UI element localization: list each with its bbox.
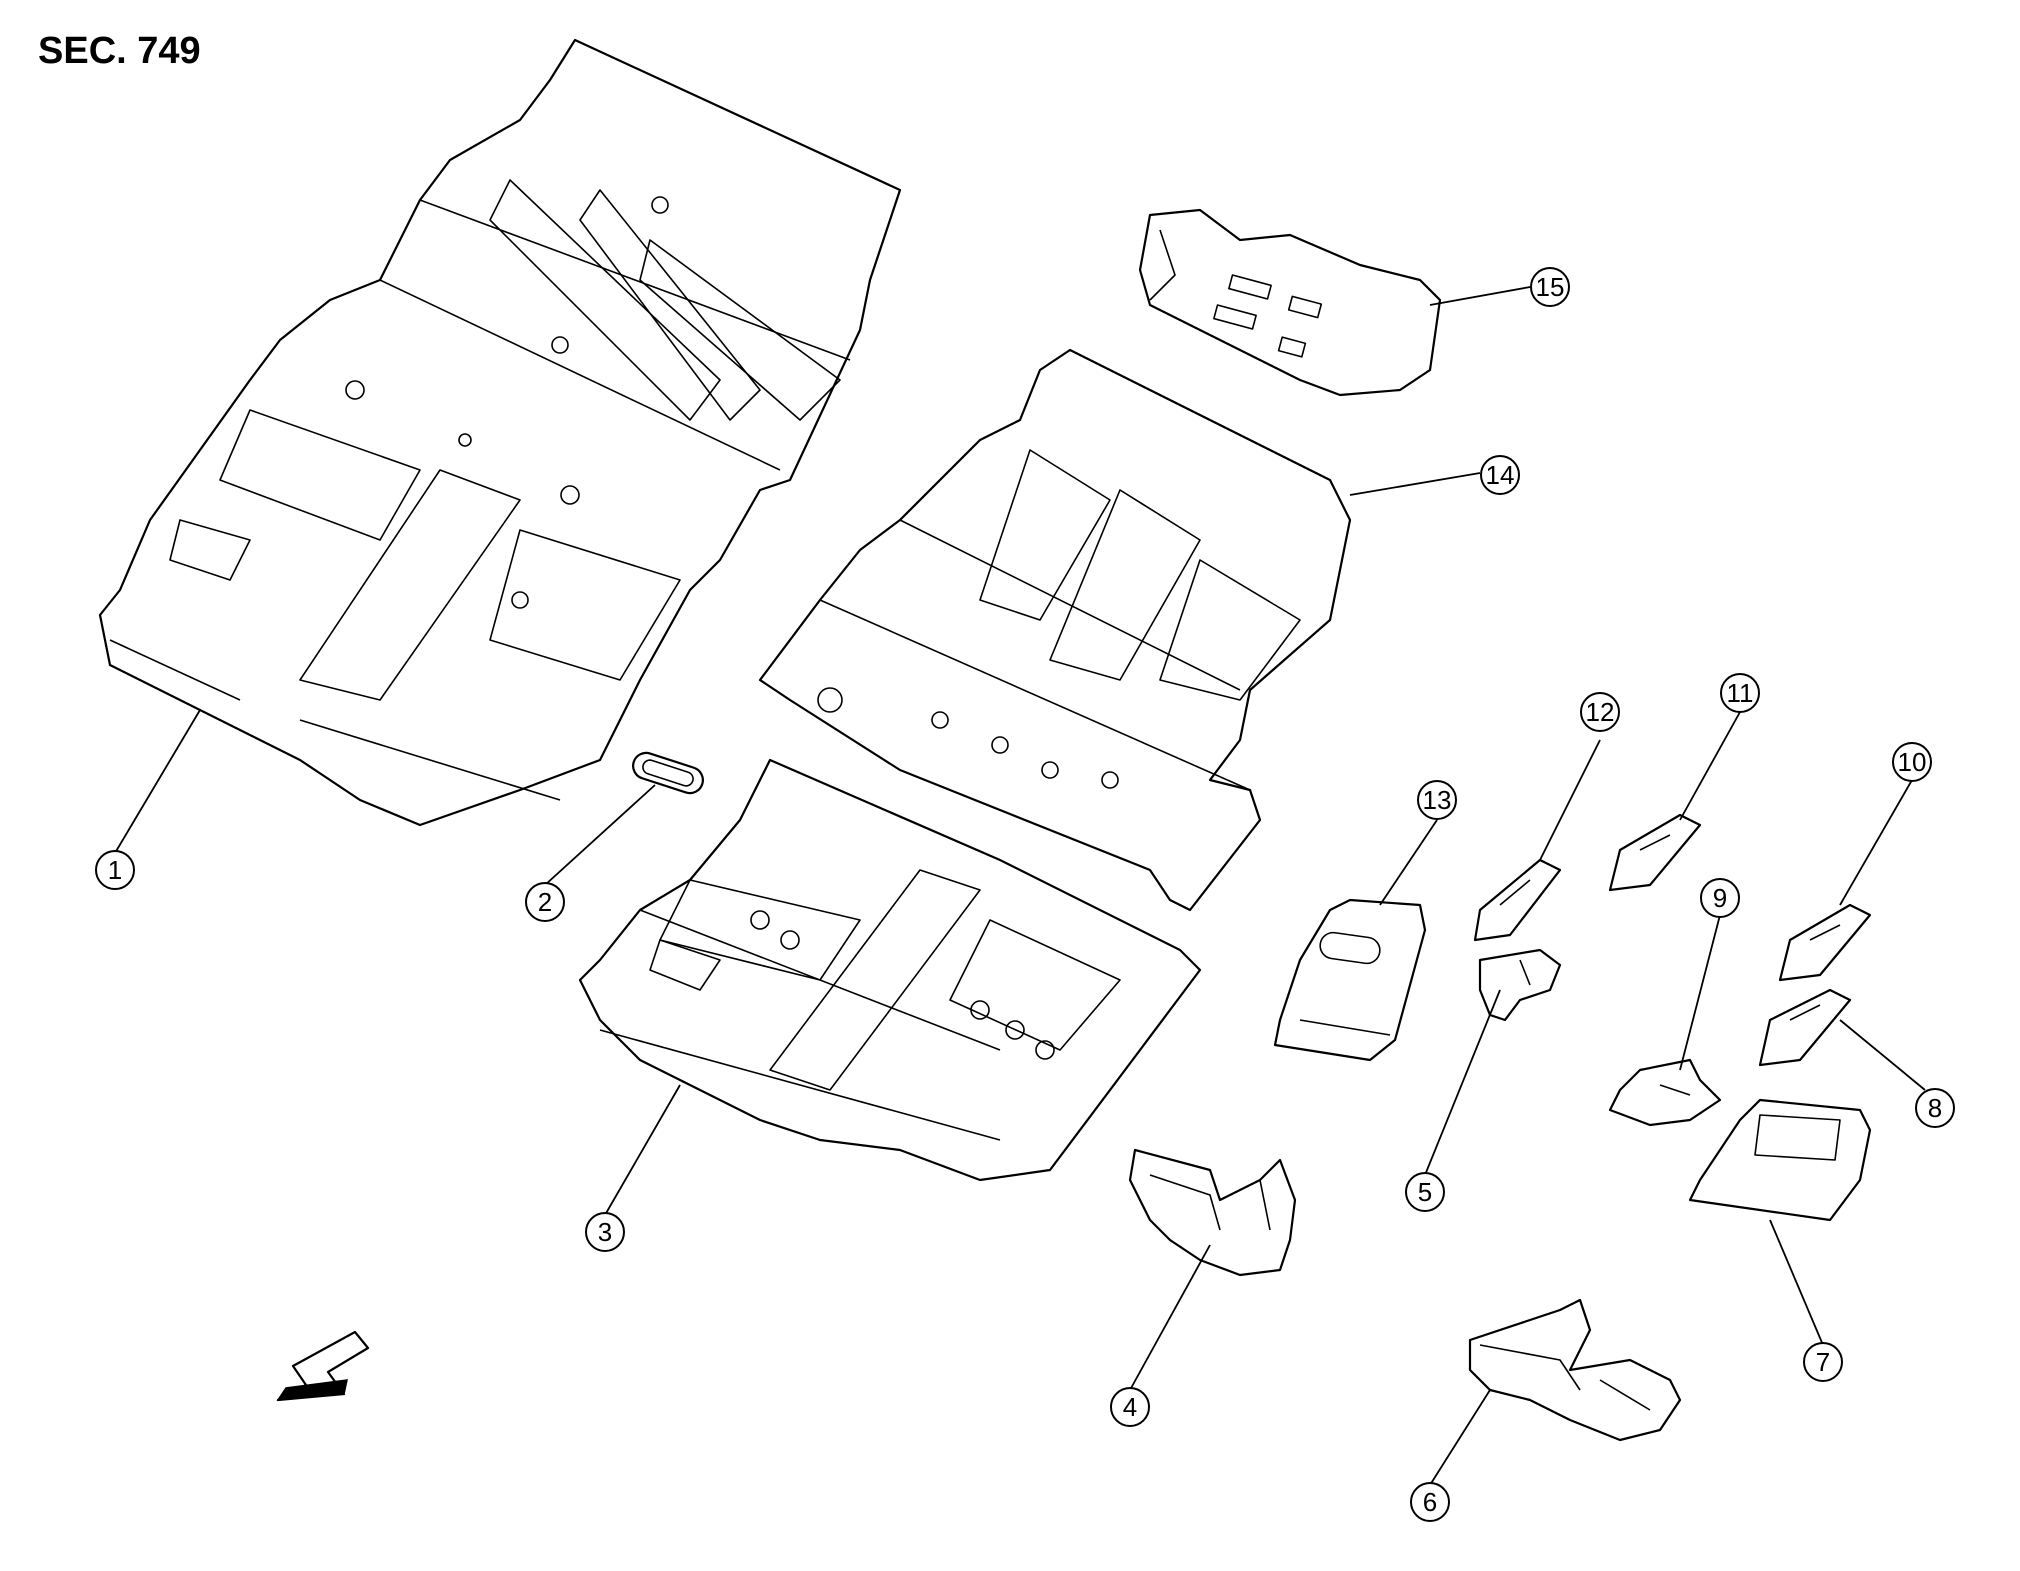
- leader-14: [1349, 472, 1481, 496]
- callout-9: 9: [1700, 878, 1740, 918]
- leader-12: [1539, 739, 1601, 861]
- part-6-insulator: [1468, 1298, 1682, 1442]
- section-label: SEC. 749: [38, 30, 201, 72]
- callout-15-number: 15: [1536, 272, 1565, 302]
- arrow-front-icon: [276, 1330, 370, 1402]
- leader-2: [544, 784, 656, 886]
- leader-6: [1429, 1389, 1491, 1486]
- leader-4: [1129, 1244, 1211, 1391]
- callout-7: 7: [1803, 1342, 1843, 1382]
- leader-7: [1769, 1219, 1824, 1346]
- callout-13-number: 13: [1423, 785, 1452, 815]
- callout-6-number: 6: [1423, 1487, 1437, 1517]
- part-12-clip: [1473, 858, 1562, 942]
- part-14-rear-floor-carpet: [758, 348, 1352, 912]
- callout-10-number: 10: [1898, 747, 1927, 777]
- part-7-mat-panel: [1688, 1098, 1872, 1222]
- callout-11-number: 11: [1727, 678, 1754, 708]
- callout-12: 12: [1580, 692, 1620, 732]
- callout-5: 5: [1405, 1172, 1445, 1212]
- part-13-mat: [1273, 898, 1427, 1062]
- callout-8-number: 8: [1928, 1093, 1942, 1123]
- callout-3: 3: [585, 1212, 625, 1252]
- callout-12-number: 12: [1586, 697, 1615, 727]
- part-11-clip: [1608, 813, 1702, 892]
- callout-11: 11: [1720, 673, 1760, 713]
- callout-4: 4: [1110, 1387, 1150, 1427]
- part-8-clip: [1758, 988, 1852, 1067]
- part-5-bracket: [1478, 948, 1562, 1022]
- leader-10: [1839, 779, 1913, 906]
- leader-1: [114, 709, 201, 854]
- callout-14-number: 14: [1486, 460, 1515, 490]
- part-9-bracket: [1608, 1058, 1722, 1127]
- callout-13: 13: [1417, 780, 1457, 820]
- callout-3-number: 3: [598, 1217, 612, 1247]
- part-1-front-floor-carpet: [98, 38, 902, 827]
- leader-lines: [114, 286, 1926, 1486]
- callout-9-number: 9: [1713, 883, 1727, 913]
- callout-14: 14: [1480, 455, 1520, 495]
- part-4-insulator: [1128, 1148, 1297, 1277]
- part-2-grommet: [632, 751, 704, 795]
- callout-15: 15: [1530, 267, 1570, 307]
- callout-4-number: 4: [1123, 1392, 1137, 1422]
- leader-9: [1679, 914, 1721, 1071]
- leader-8: [1839, 1019, 1926, 1091]
- leader-3: [604, 1084, 681, 1216]
- leader-11: [1679, 711, 1741, 821]
- leader-15: [1429, 286, 1531, 306]
- callout-2-number: 2: [538, 887, 552, 917]
- callout-6: 6: [1410, 1482, 1450, 1522]
- leader-13: [1379, 819, 1438, 906]
- part-10-clip: [1778, 903, 1872, 982]
- callout-7-number: 7: [1816, 1347, 1830, 1377]
- part-15-floor-panel: [1138, 208, 1442, 397]
- part-3-floor-carpet-front: [578, 758, 1202, 1182]
- callout-1: 1: [95, 850, 135, 890]
- callout-5-number: 5: [1418, 1177, 1432, 1207]
- leader-5: [1424, 989, 1501, 1176]
- callout-2: 2: [525, 882, 565, 922]
- callout-8: 8: [1915, 1088, 1955, 1128]
- callout-10: 10: [1892, 742, 1932, 782]
- callout-1-number: 1: [108, 855, 122, 885]
